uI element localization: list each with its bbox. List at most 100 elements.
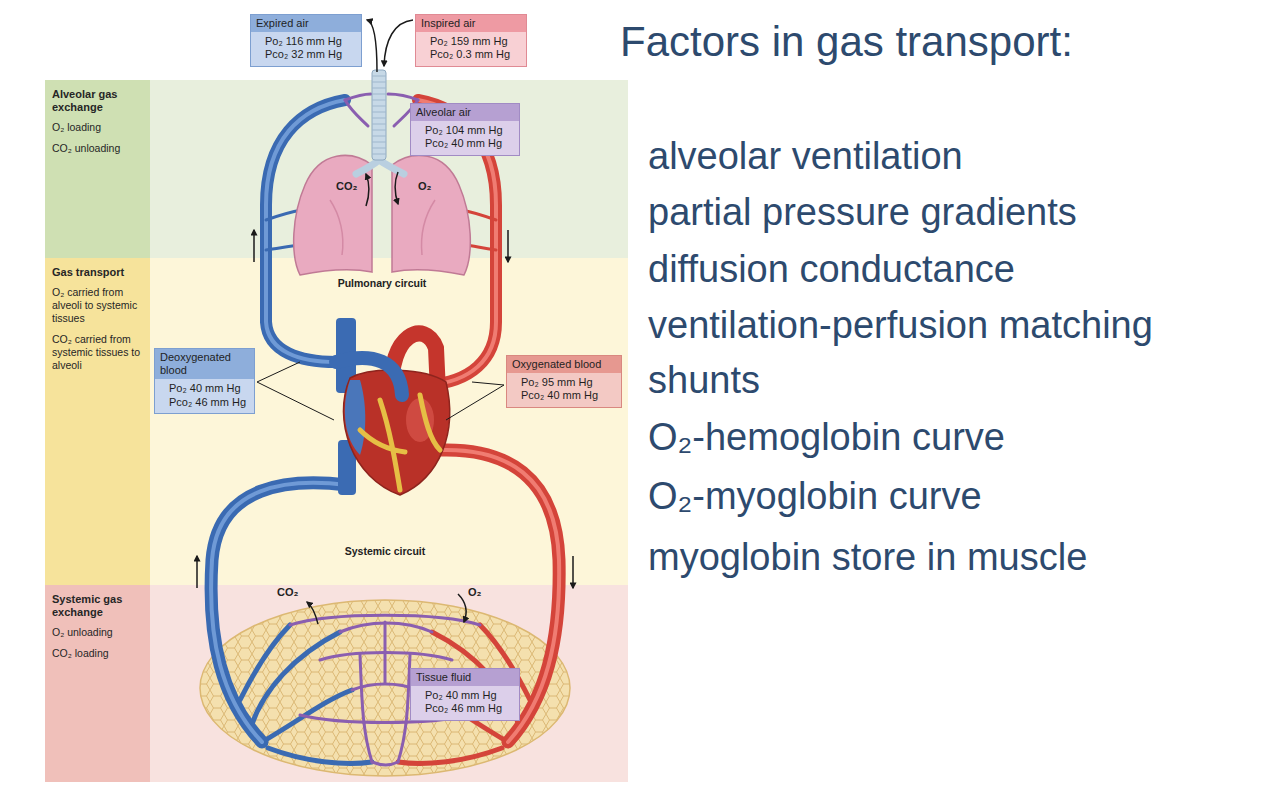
systemic-vessel [211, 450, 559, 742]
box-body: Po₂ 40 mm HgPco₂ 46 mm Hg [411, 686, 519, 719]
trachea [356, 70, 404, 174]
band-note: O₂ unloading [52, 626, 144, 639]
trachea [372, 70, 386, 160]
band-label-column: Gas transport O₂ carried from alveoli to … [45, 258, 150, 372]
systemic-vessel [211, 483, 347, 742]
capillary-venule [240, 625, 290, 700]
flow-arrow [367, 20, 377, 72]
band-note: CO₂ loading [52, 647, 144, 660]
gas-label: CO₂ [336, 180, 357, 193]
band-ground [45, 258, 628, 585]
capillary-venule [268, 748, 372, 763]
partial-pressure: Pco₂ 40 mm Hg [425, 137, 502, 150]
band-note: O₂ carried from alveoli to systemic tiss… [52, 286, 144, 325]
partial-pressure: Po₂ 116 mm Hg [265, 35, 342, 48]
partial-pressure: Po₂ 40 mm Hg [425, 689, 497, 702]
slide-title: Factors in gas transport: [620, 18, 1073, 66]
gas-box: Alveolar airPo₂ 104 mm HgPco₂ 40 mm Hg [410, 103, 520, 156]
region-band: Systemic gas exchange O₂ unloadingCO₂ loa… [45, 585, 628, 782]
region-band: Alveolar gas exchange O₂ loadingCO₂ unloa… [45, 80, 628, 258]
gas-box: Inspired airPo₂ 159 mm HgPco₂ 0.3 mm Hg [415, 14, 527, 67]
factor-item: partial pressure gradients [648, 191, 1077, 235]
factor-item: shunts [648, 359, 760, 403]
circuit-label: Pulmonary circuit [338, 277, 427, 289]
band-note: O₂ loading [52, 121, 144, 134]
heart [345, 380, 365, 455]
capillary-bed [200, 600, 570, 776]
flow-arrow [458, 594, 466, 622]
pulmonary-vessel [345, 94, 371, 100]
flow-arrow [366, 174, 369, 206]
systemic-vessel [211, 483, 347, 742]
box-heading: Deoxygenated blood [155, 349, 254, 379]
band-ground [45, 80, 150, 258]
gas-label: CO₂ [277, 586, 298, 599]
partial-pressure: Po₂ 95 mm Hg [521, 376, 593, 389]
band-ground [45, 258, 150, 585]
capillary-mesh [372, 762, 398, 765]
partial-pressure: Po₂ 159 mm Hg [430, 35, 508, 48]
region-band: Gas transport O₂ carried from alveoli to … [45, 258, 628, 585]
partial-pressure: Pco₂ 32 mm Hg [265, 48, 342, 61]
pulmonary-vessel [345, 100, 368, 126]
flow-arrow [253, 230, 255, 262]
box-heading: Oxygenated blood [507, 356, 621, 373]
factor-item: myoglobin store in muscle [648, 536, 1087, 580]
box-body: Po₂ 95 mm HgPco₂ 40 mm Hg [507, 373, 621, 406]
band-ground [45, 585, 150, 782]
box-heading: Alveolar air [411, 104, 519, 121]
trachea [372, 76, 386, 154]
band-note: CO₂ unloading [52, 142, 144, 155]
gas-label: O₂ [418, 180, 431, 193]
lung [294, 155, 471, 275]
box-body: Po₂ 40 mm HgPco₂ 46 mm Hg [155, 379, 254, 412]
band-heading: Alveolar gas exchange [52, 88, 144, 114]
flow-arrow [572, 556, 574, 588]
band-heading: Systemic gas exchange [52, 593, 144, 619]
partial-pressure: Po₂ 40 mm Hg [169, 382, 241, 395]
flow-arrow [196, 556, 198, 588]
factor-item: diffusion conductance [648, 248, 1015, 292]
pulmonary-vessel [388, 94, 418, 100]
capillary-mesh [398, 655, 410, 762]
factor-item: alveolar ventilation [648, 135, 963, 179]
partial-pressure: Po₂ 104 mm Hg [425, 124, 503, 137]
factor-item: ventilation-perfusion matching [648, 304, 1153, 348]
gas-box: Oxygenated bloodPo₂ 95 mm HgPco₂ 40 mm H… [506, 355, 622, 408]
flow-arrow [395, 172, 398, 204]
partial-pressure: Pco₂ 46 mm Hg [169, 396, 246, 409]
capillary-bed [200, 600, 570, 776]
heart [360, 395, 440, 490]
capillary-venule [250, 632, 340, 730]
band-note: CO₂ carried from systemic tissues to alv… [52, 333, 144, 372]
box-heading: Tissue fluid [411, 669, 519, 686]
capillary-mesh [384, 622, 387, 683]
gas-box: Deoxygenated bloodPo₂ 40 mm HgPco₂ 46 mm… [154, 348, 255, 414]
band-label-column: Alveolar gas exchange O₂ loadingCO₂ unloa… [45, 80, 150, 155]
partial-pressure: Pco₂ 46 mm Hg [425, 702, 502, 715]
band-ground [45, 80, 628, 782]
leader-line [472, 382, 504, 385]
band-label-column: Systemic gas exchange O₂ unloadingCO₂ loa… [45, 585, 150, 660]
flow-arrow [307, 602, 318, 624]
leader-line [257, 362, 504, 420]
box-body: Po₂ 104 mm HgPco₂ 40 mm Hg [411, 121, 519, 154]
leader-line [257, 362, 300, 382]
box-heading: Inspired air [416, 15, 526, 32]
heart [336, 358, 402, 395]
flow-arrow [384, 20, 413, 66]
band-heading: Gas transport [52, 266, 144, 279]
capillary-mesh [360, 655, 372, 762]
factor-item: O₂-hemoglobin curve [648, 416, 1005, 460]
partial-pressure: Pco₂ 0.3 mm Hg [430, 48, 510, 61]
gas-box: Tissue fluidPo₂ 40 mm HgPco₂ 46 mm Hg [410, 668, 520, 721]
gas-box: Expired airPo₂ 116 mm HgPco₂ 32 mm Hg [250, 14, 362, 67]
box-body: Po₂ 159 mm HgPco₂ 0.3 mm Hg [416, 32, 526, 65]
lung [330, 200, 435, 255]
flow-arrow [197, 20, 573, 624]
partial-pressure: Pco₂ 40 mm Hg [521, 389, 598, 402]
heart [336, 318, 450, 495]
leader-line [257, 382, 334, 420]
capillary-arteriole [398, 748, 502, 763]
